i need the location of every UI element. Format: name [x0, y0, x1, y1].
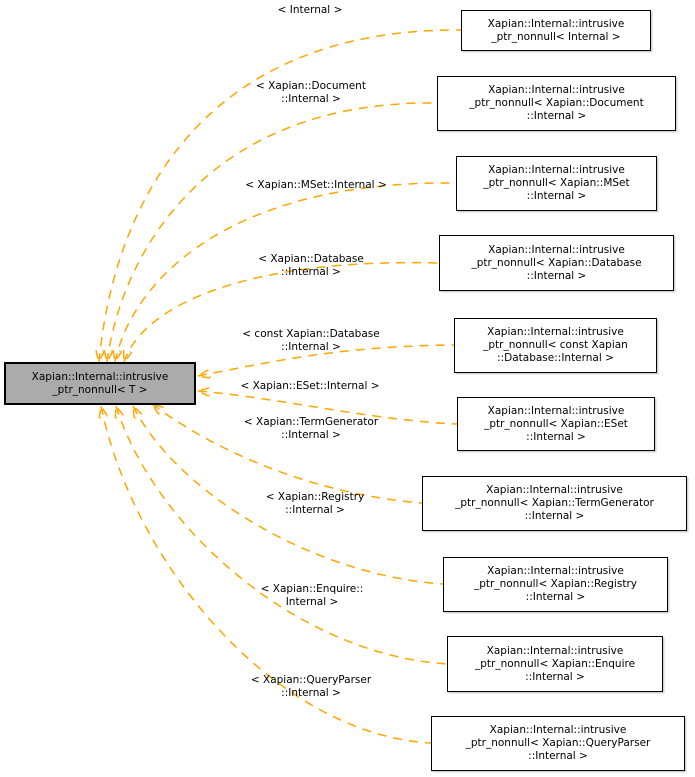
edge-label-text: < Xapian::Registry — [265, 491, 365, 503]
edge-label-text: ::Internal > — [281, 93, 341, 105]
node-label: Xapian::Internal::intrusive — [486, 484, 623, 496]
node-label: Xapian::Internal::intrusive — [487, 326, 624, 338]
node-label: _ptr_nonnull< Internal > — [491, 30, 621, 43]
node-label: _ptr_nonnull< Xapian::ESet — [484, 417, 628, 430]
node-termgenerator[interactable]: Xapian::Internal::intrusive _ptr_nonnull… — [422, 476, 687, 531]
edge-queryparser — [101, 406, 432, 744]
node-mset[interactable]: Xapian::Internal::intrusive _ptr_nonnull… — [456, 156, 657, 211]
node-label: _ptr_nonnull< Xapian::Document — [469, 97, 644, 109]
edge-label-text: Internal > — [285, 596, 339, 608]
node-label: Xapian::Internal::intrusive — [487, 17, 625, 30]
node-label: Xapian::Internal::intrusive — [488, 243, 625, 256]
node-internal[interactable]: Xapian::Internal::intrusive _ptr_nonnull… — [461, 10, 651, 51]
node-label: _ptr_nonnull< const Xapian — [483, 339, 628, 351]
node-label: Xapian::Internal::intrusive — [488, 84, 625, 96]
node-label: _ptr_nonnull< Xapian::Enquire — [474, 657, 636, 670]
node-label: ::Internal > — [526, 430, 586, 443]
node-const-database[interactable]: Xapian::Internal::intrusive _ptr_nonnull… — [454, 318, 657, 373]
edge-label-eset: < Xapian::ESet::Internal > — [215, 380, 405, 393]
node-label: ::Internal > — [526, 190, 587, 202]
edge-label-registry: < Xapian::Registry ::Internal > — [237, 491, 393, 517]
edge-eset — [198, 391, 458, 425]
node-label: ::Internal > — [524, 510, 585, 522]
edge-label-mset: < Xapian::MSet::Internal > — [222, 179, 410, 192]
node-label: Xapian::Internal::intrusive — [488, 164, 625, 176]
edge-database — [124, 261, 440, 362]
edge-label-text: < Internal > — [277, 4, 343, 16]
node-document[interactable]: Xapian::Internal::intrusive _ptr_nonnull… — [437, 76, 676, 131]
edge-label-queryparser: < Xapian::QueryParser ::Internal > — [225, 674, 397, 700]
edge-label-text: < const Xapian::Database — [242, 328, 380, 340]
node-label: ::Internal > — [526, 110, 587, 122]
node-enquire[interactable]: Xapian::Internal::intrusive _ptr_nonnull… — [447, 636, 663, 692]
edge-label-text: < Xapian::Database — [258, 253, 364, 265]
edge-label-text: < Xapian::TermGenerator — [243, 416, 379, 428]
edge-label-text: < Xapian::MSet::Internal > — [245, 179, 387, 191]
edge-label-database: < Xapian::Database ::Internal > — [230, 253, 392, 279]
node-label: ::Internal > — [525, 591, 586, 603]
node-database[interactable]: Xapian::Internal::intrusive _ptr_nonnull… — [439, 235, 674, 291]
edge-label-internal: < Internal > — [250, 4, 370, 17]
edge-label-text: < Xapian::Enquire:: — [260, 583, 364, 595]
node-label: ::Internal > — [528, 750, 588, 762]
node-label: _ptr_nonnull< Xapian::QueryParser — [465, 737, 651, 749]
node-label: _ptr_nonnull< T > — [52, 383, 148, 396]
edge-label-text: < Xapian::ESet::Internal > — [240, 380, 380, 392]
edge-const-database — [198, 344, 455, 376]
edge-label-document: < Xapian::Document ::Internal > — [228, 80, 394, 106]
node-label: _ptr_nonnull< Xapian::MSet — [483, 177, 630, 189]
node-label: Xapian::Internal::intrusive — [487, 565, 624, 577]
node-label: Xapian::Internal::intrusive — [31, 370, 169, 383]
edge-label-text: < Xapian::Document — [256, 80, 366, 92]
node-eset[interactable]: Xapian::Internal::intrusive _ptr_nonnull… — [457, 397, 655, 451]
node-center-template: Xapian::Internal::intrusive _ptr_nonnull… — [4, 362, 196, 405]
node-queryparser[interactable]: Xapian::Internal::intrusive _ptr_nonnull… — [431, 716, 685, 771]
node-label: _ptr_nonnull< Xapian::TermGenerator — [455, 497, 654, 509]
edge-mset — [115, 182, 457, 362]
edge-label-text: ::Internal > — [281, 266, 341, 278]
node-label: _ptr_nonnull< Xapian::Database — [471, 256, 642, 269]
node-label: ::Internal > — [525, 670, 585, 683]
edge-label-text: ::Internal > — [285, 504, 345, 516]
edge-registry — [133, 406, 444, 585]
edge-label-text: ::Internal > — [281, 429, 341, 441]
node-label: Xapian::Internal::intrusive — [487, 404, 625, 417]
edge-label-text: < Xapian::QueryParser — [250, 674, 372, 686]
edge-document — [107, 102, 438, 362]
edge-label-text: ::Internal > — [281, 687, 341, 699]
edge-enquire — [116, 406, 448, 665]
edge-label-const-database: < const Xapian::Database ::Internal > — [215, 328, 407, 354]
edge-label-enquire: < Xapian::Enquire:: Internal > — [232, 583, 392, 609]
node-registry[interactable]: Xapian::Internal::intrusive _ptr_nonnull… — [443, 557, 668, 612]
node-label: ::Internal > — [526, 269, 587, 282]
edge-label-termgenerator: < Xapian::TermGenerator ::Internal > — [219, 416, 403, 442]
node-label: _ptr_nonnull< Xapian::Registry — [474, 578, 637, 590]
node-label: Xapian::Internal::intrusive — [486, 644, 624, 657]
edge-termgenerator — [152, 404, 423, 504]
node-label: ::Database::Internal > — [497, 352, 614, 364]
node-label: Xapian::Internal::intrusive — [489, 724, 627, 736]
edge-label-text: ::Internal > — [281, 341, 341, 353]
